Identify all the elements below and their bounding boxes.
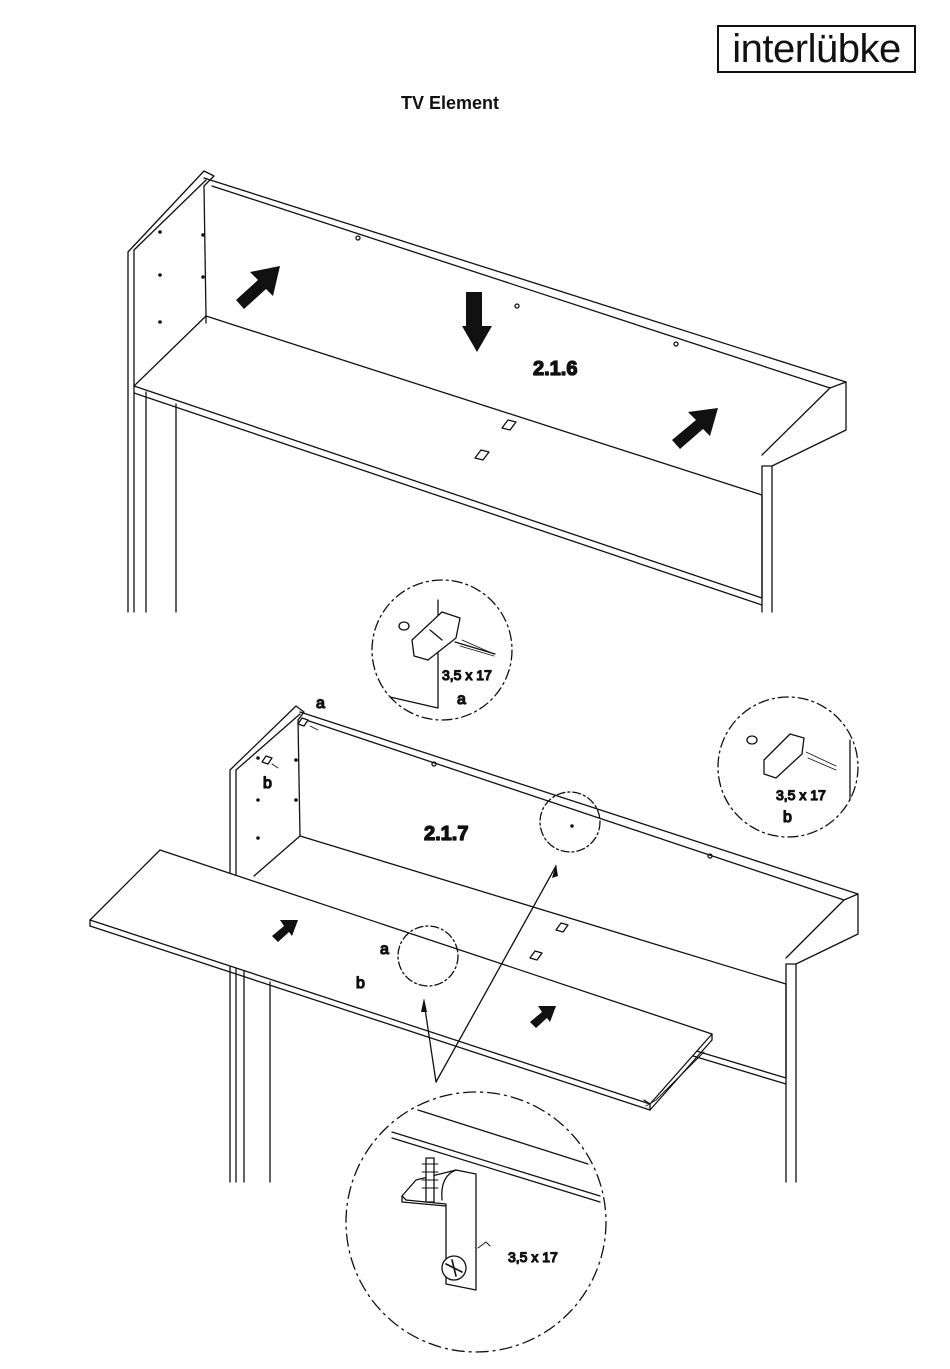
marker-b-side: b	[263, 775, 272, 792]
step-2-1-7-illustration: a b a b 2.1.7	[90, 695, 858, 1182]
detail-callout-bottom: 3,5 x 17	[346, 1092, 606, 1352]
detail-bottom-screw-size: 3,5 x 17	[508, 1249, 558, 1265]
marker-b-shelf: b	[356, 975, 365, 992]
detail-a-label: a	[457, 691, 466, 708]
step-number-2-1-7: 2.1.7	[424, 823, 468, 845]
detail-callout-b: 3,5 x 17 b	[718, 697, 858, 837]
detail-a-screw-size: 3,5 x 17	[442, 667, 492, 683]
marker-a-shelf: a	[380, 941, 389, 958]
detail-b-label: b	[783, 809, 792, 826]
detail-b-screw-size: 3,5 x 17	[776, 787, 826, 803]
step-2-1-6-illustration: 2.1.6	[128, 171, 846, 612]
step-number-2-1-6: 2.1.6	[533, 358, 577, 380]
marker-a-top: a	[316, 695, 325, 712]
detail-callout-a: 3,5 x 17 a	[372, 580, 512, 720]
